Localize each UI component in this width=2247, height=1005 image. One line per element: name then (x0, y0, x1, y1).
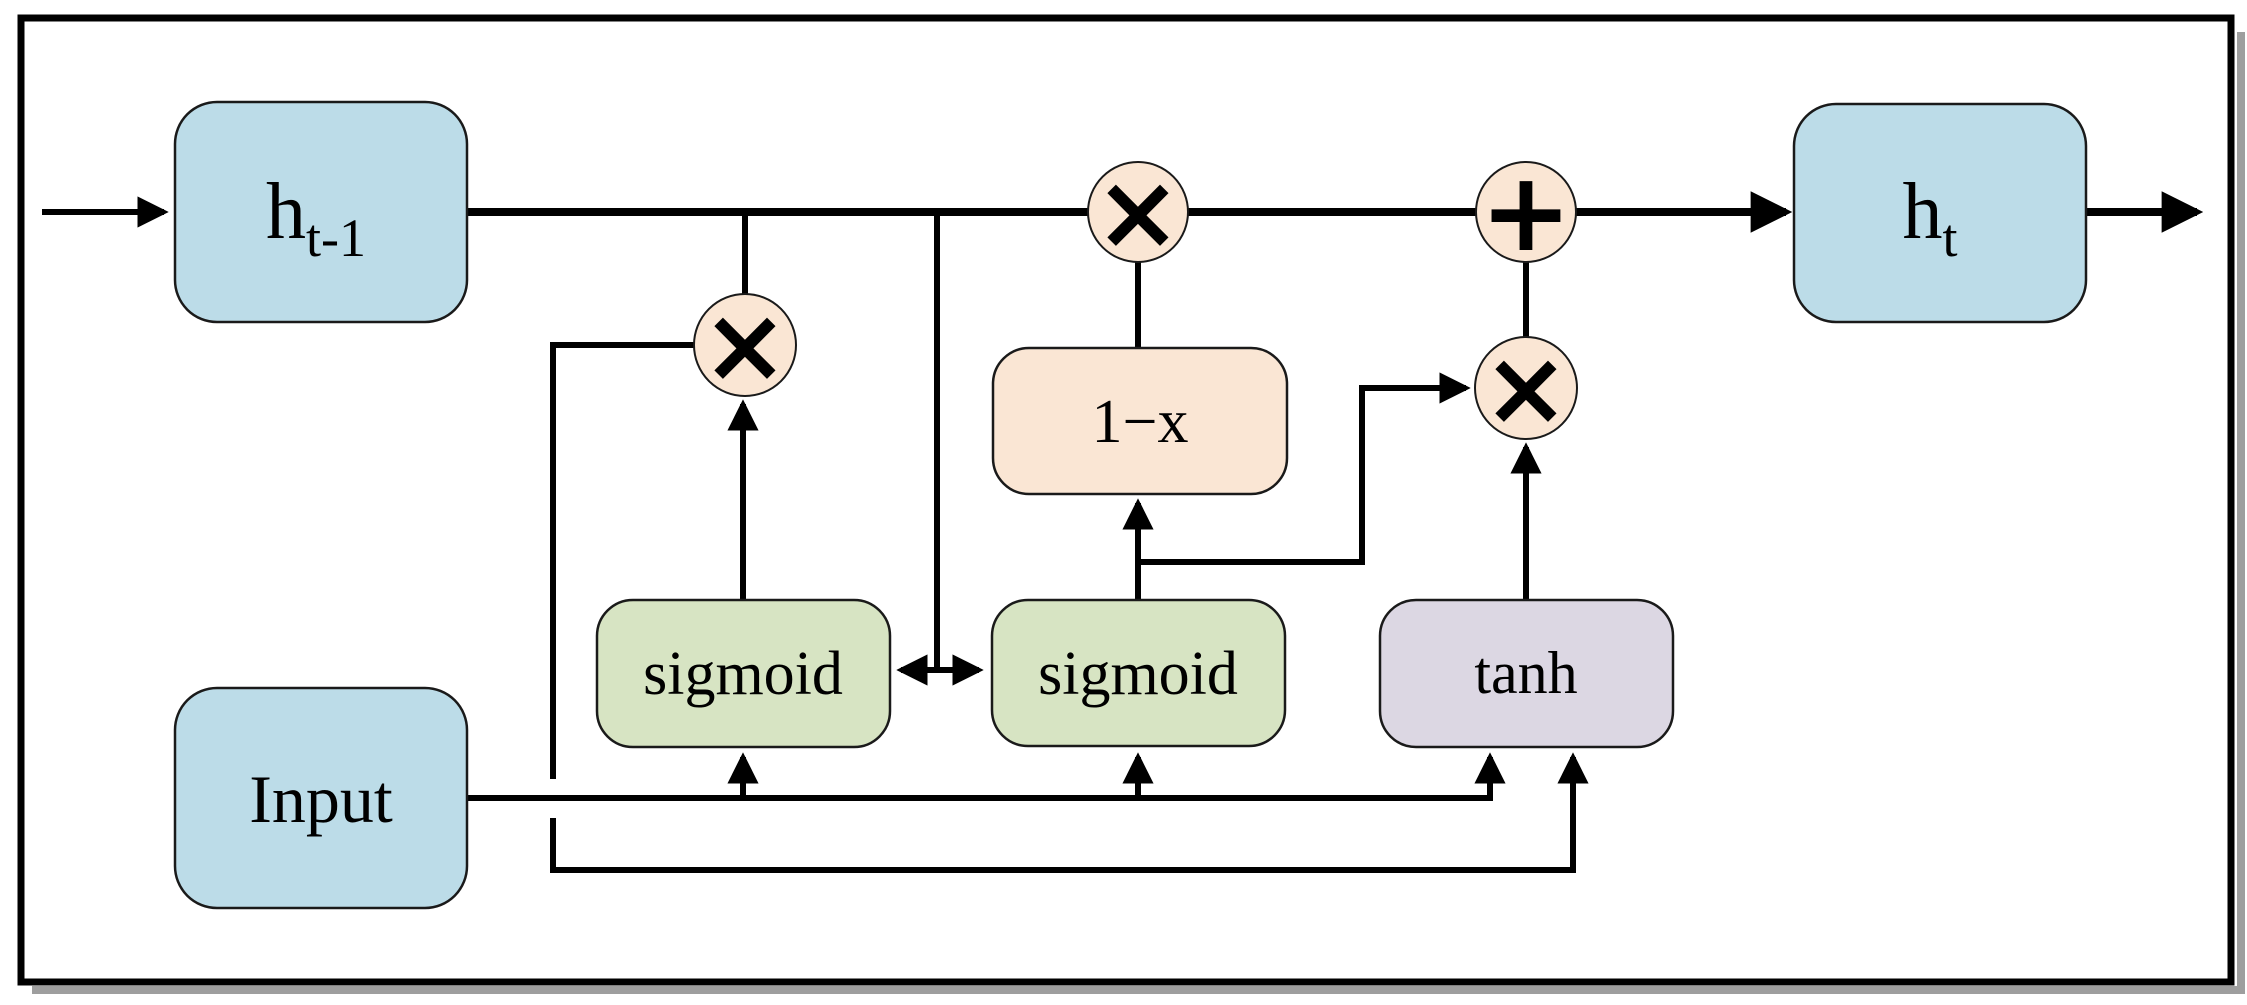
input-label: Input (249, 761, 393, 837)
add-op (1475, 161, 1577, 263)
reset-sigmoid-node (595, 598, 892, 749)
one-minus-x-label: 1−x (1092, 388, 1189, 456)
frame-shadow-bottom (32, 986, 2245, 994)
candidate-multiply-op (1474, 336, 1578, 440)
connector-update-sigmoid-to-candidate-multiply (1138, 372, 1471, 565)
multiply-symbol: × (1482, 327, 1569, 449)
plus-symbol: + (1480, 148, 1572, 276)
multiply-symbol: × (701, 284, 788, 406)
hprev-label: ht-1 (266, 168, 366, 268)
tanh-label: tanh (1474, 640, 1577, 706)
hprev-node (173, 100, 469, 324)
ht-label: ht (1902, 168, 1957, 268)
connector-input-line (468, 752, 1506, 801)
update-sigmoid-label: sigmoid (1038, 640, 1238, 708)
outer-border (17, 14, 2235, 986)
one-minus-x-node (991, 346, 1289, 496)
reset-multiply-op (693, 293, 797, 397)
reset-sigmoid-label: sigmoid (643, 640, 843, 708)
frame-shadow-right (2237, 32, 2245, 992)
ht-node (1792, 102, 2088, 324)
connector-reset-multiply-out-upper (550, 342, 694, 779)
hidden-multiply-op (1087, 161, 1189, 263)
connector-reset-multiply-out-lower (550, 752, 1589, 873)
multiply-symbol: × (1094, 151, 1181, 273)
input-node (173, 686, 469, 910)
update-sigmoid-node (990, 598, 1287, 748)
tanh-node (1378, 598, 1675, 749)
